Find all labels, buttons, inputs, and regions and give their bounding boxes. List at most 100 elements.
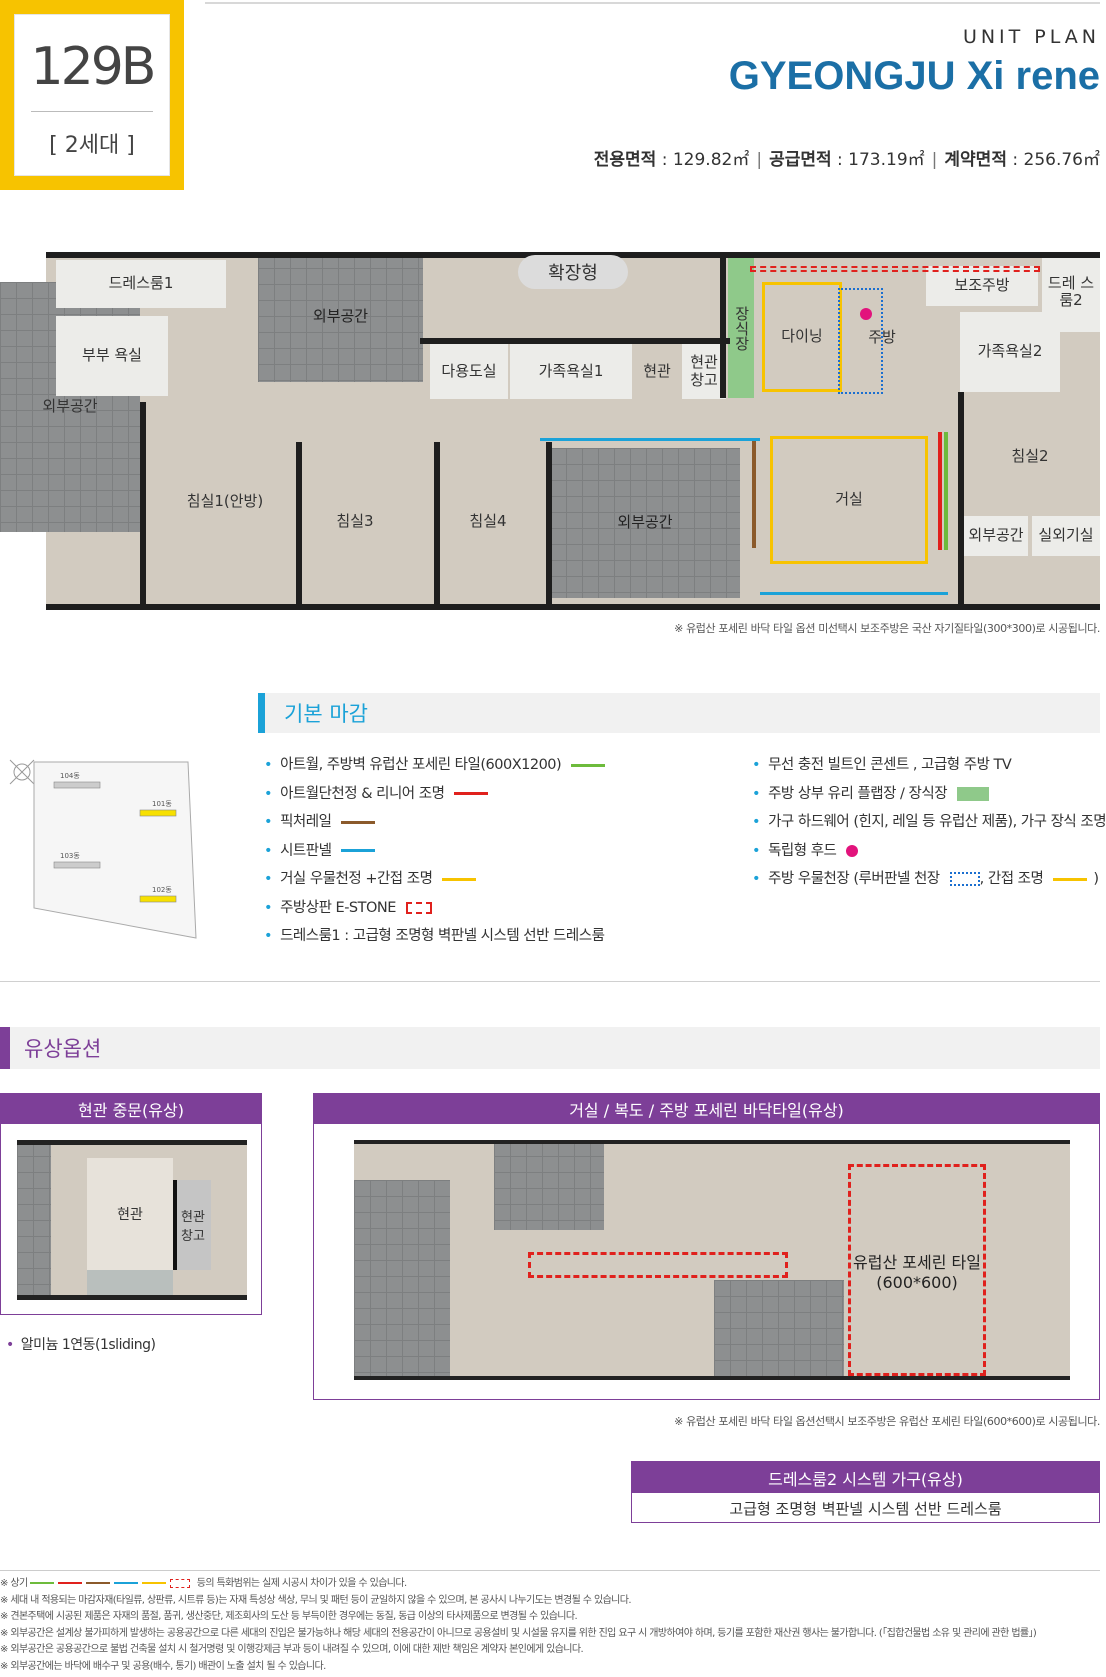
finish-item-text: 거실 우물천정 +간접 조명 bbox=[280, 871, 433, 887]
plan-wall bbox=[296, 442, 302, 610]
legend-line-swatch bbox=[442, 877, 477, 881]
footnote-dashed-swatch bbox=[170, 1578, 191, 1588]
tile-callout: 유럽산 포세린 타일 (600*600) bbox=[848, 1164, 986, 1376]
e-stone-counter-outline bbox=[750, 266, 1040, 272]
footnote-line-swatch bbox=[30, 1582, 55, 1584]
finish-item-close: ) bbox=[1093, 871, 1099, 887]
unit-type-number: 129B bbox=[30, 37, 157, 97]
footnote-swatches bbox=[30, 1578, 194, 1589]
sliding-door-marker bbox=[173, 1180, 177, 1270]
unit-type-badge: 129B [ 2세대 ] bbox=[0, 0, 184, 190]
basic-finish-title: 기본 마감 bbox=[284, 702, 368, 726]
entrance-storage-room: 현관 창고 bbox=[175, 1180, 211, 1270]
room-bedroom1: 침실1(안방) bbox=[186, 492, 264, 511]
finish-item: 주방 우물천장 (루버판넬 천장 , 간접 조명) bbox=[752, 867, 1106, 896]
room-utility: 다용도실 bbox=[430, 344, 508, 399]
household-count: [ 2세대 ] bbox=[49, 133, 135, 158]
room-outdoor-mid: 외부공간 bbox=[550, 448, 740, 598]
plan-wall bbox=[958, 392, 964, 610]
plan-wall bbox=[354, 1376, 1070, 1380]
finish-item: 가구 하드웨어 (힌지, 레일 등 유럽산 제품), 가구 장식 조명 bbox=[752, 810, 1106, 839]
finish-item-text: 독립형 후드 bbox=[768, 842, 837, 859]
legend-dashed-swatch bbox=[405, 901, 432, 914]
building-label: 103동 bbox=[60, 852, 80, 860]
complex-title: GYEONGJU Xi rene bbox=[728, 54, 1100, 98]
dressroom2-body: 고급형 조명형 벽판넬 시스템 선반 드레스룸 bbox=[729, 1499, 1002, 1518]
finish-item: 시트판넬 bbox=[264, 839, 605, 868]
room-family-bath2: 가족욕실2 bbox=[960, 312, 1060, 392]
footnote-line: ※ 외부공간에는 바닥에 배수구 및 공용(배수, 통기) 배관이 노출 설치 … bbox=[0, 1660, 326, 1672]
finish-item-text: 시트판넬 bbox=[280, 842, 332, 859]
footnote-line-swatch bbox=[114, 1582, 139, 1584]
plan-tile-area bbox=[17, 1140, 51, 1300]
room-master-bath: 부부 욕실 bbox=[56, 316, 168, 396]
finish-item: 주방상판 E-STONE bbox=[264, 896, 605, 925]
plan-tile-area bbox=[714, 1280, 844, 1376]
plan-wall bbox=[17, 1295, 247, 1300]
floor-plan: 외부공간 드레스룸1 부부 욕실 외부공간 다용도실 가족욕실1 현관 현관 창… bbox=[0, 252, 1100, 610]
entrance-floor-stone bbox=[87, 1270, 173, 1296]
area-label: 계약면적 bbox=[944, 150, 1007, 170]
plan-wall bbox=[17, 1140, 247, 1145]
area-value: : 256.76㎡ bbox=[1006, 150, 1100, 170]
area-summary: 전용면적 : 129.82㎡|공급면적 : 173.19㎡|계약면적 : 256… bbox=[594, 145, 1100, 170]
entrance-door-option: 현관 중문(유상) 현관 현관 창고 bbox=[0, 1093, 262, 1315]
area-separator: | bbox=[931, 150, 938, 170]
plan-wall bbox=[140, 402, 146, 610]
room-dressroom2: 드레 스룸2 bbox=[1042, 252, 1100, 332]
floor-tile-plan: 유럽산 포세린 타일 (600*600) bbox=[354, 1140, 1070, 1380]
finish-item: 거실 우물천정 +간접 조명 bbox=[264, 867, 605, 896]
badge-divider bbox=[31, 111, 153, 112]
footnote-line-swatch bbox=[58, 1582, 83, 1584]
finish-item: 주방 상부 유리 플랩장 / 장식장 bbox=[752, 782, 1106, 811]
building-label: 101동 bbox=[152, 800, 172, 808]
footnote-line: ※ 세대 내 적용되는 마감자재(타일류, 상판류, 시트류 등)는 자재 특성… bbox=[0, 1594, 632, 1606]
finish-item: 무선 충전 빌트인 콘센트 , 고급형 주방 TV bbox=[752, 753, 1106, 782]
picture-rail-line bbox=[752, 438, 756, 548]
room-bedroom3: 침실3 bbox=[336, 512, 374, 531]
footnote-suffix: 등의 특화범위는 실제 시공시 차이가 있을 수 있습니다. bbox=[196, 1578, 407, 1589]
basic-finish-list-right: 무선 충전 빌트인 콘센트 , 고급형 주방 TV 주방 상부 유리 플랩장 / … bbox=[752, 753, 1106, 896]
paid-options-title: 유상옵션 bbox=[24, 1037, 102, 1061]
sheet-panel-line bbox=[760, 592, 948, 595]
legend-dot-swatch bbox=[846, 844, 859, 857]
sheet-panel-line bbox=[540, 438, 760, 441]
room-entrance: 현관 bbox=[643, 361, 671, 380]
plan-tile-area bbox=[494, 1140, 604, 1230]
hood-marker bbox=[860, 308, 872, 320]
room-outdoor-top: 외부공간 bbox=[258, 252, 423, 382]
header-kicker: UNIT PLAN bbox=[962, 26, 1100, 48]
legend-line-swatch bbox=[1053, 877, 1088, 881]
dressroom2-title: 드레스룸2 시스템 가구(유상) bbox=[632, 1462, 1099, 1493]
floor-tile-note: ※ 유럽산 포세린 바닥 타일 옵션선택시 보조주방은 유럽산 포세린 타일(6… bbox=[674, 1415, 1100, 1428]
finish-item-text: 픽처레일 bbox=[280, 814, 332, 830]
plan-wall bbox=[720, 252, 726, 398]
dressroom2-option: 드레스룸2 시스템 가구(유상) 고급형 조명형 벽판넬 시스템 선반 드레스룸 bbox=[631, 1461, 1100, 1523]
finish-item: 독립형 후드 bbox=[752, 839, 1106, 868]
area-label: 공급면적 bbox=[769, 150, 832, 170]
plan-wall bbox=[434, 442, 440, 610]
plan-tile-area bbox=[354, 1180, 450, 1380]
legend-line-swatch bbox=[454, 792, 489, 795]
room-sub-kitchen: 보조주방 bbox=[926, 266, 1038, 306]
basic-finish-list-left: 아트월, 주방벽 유럽산 포세린 타일(600X1200)아트월단천정 & 리니… bbox=[264, 753, 606, 953]
unit-type-card: 129B [ 2세대 ] bbox=[14, 14, 170, 176]
finish-item-tail: , 간접 조명 bbox=[979, 871, 1044, 887]
finish-item: 아트월, 주방벽 유럽산 포세린 타일(600X1200) bbox=[264, 753, 606, 782]
expansion-badge: 확장형 bbox=[518, 255, 628, 289]
finish-item-text: 가구 하드웨어 (힌지, 레일 등 유럽산 제품), 가구 장식 조명 bbox=[768, 814, 1106, 830]
paid-options-header bbox=[0, 1027, 1100, 1069]
footnote-line-swatch bbox=[142, 1582, 167, 1584]
corridor-tile-outline bbox=[528, 1252, 788, 1278]
legend-line-swatch bbox=[341, 820, 376, 824]
footnote-line: ※ 외부공간은 설계상 불가피하게 발생하는 공용공간으로 다른 세대의 진입은… bbox=[0, 1627, 1037, 1639]
floor-tile-title: 거실 / 복도 / 주방 포세린 바닥타일(유상) bbox=[314, 1094, 1099, 1124]
deco-cabinet: 장식장 bbox=[728, 258, 754, 398]
finish-item-text: 주방 우물천장 (루버판넬 천장 bbox=[768, 871, 940, 887]
finish-item: 아트월단천정 & 리니어 조명 bbox=[264, 782, 605, 811]
finish-item-text: 무선 충전 빌트인 콘센트 , 고급형 주방 TV bbox=[768, 757, 1012, 773]
finish-item-text: 드레스룸1 : 고급형 조명형 벽판넬 시스템 선반 드레스룸 bbox=[280, 928, 605, 944]
room-living: 거실 bbox=[770, 436, 928, 564]
basic-finish-header bbox=[258, 693, 1100, 733]
entrance-door-title: 현관 중문(유상) bbox=[1, 1094, 261, 1124]
